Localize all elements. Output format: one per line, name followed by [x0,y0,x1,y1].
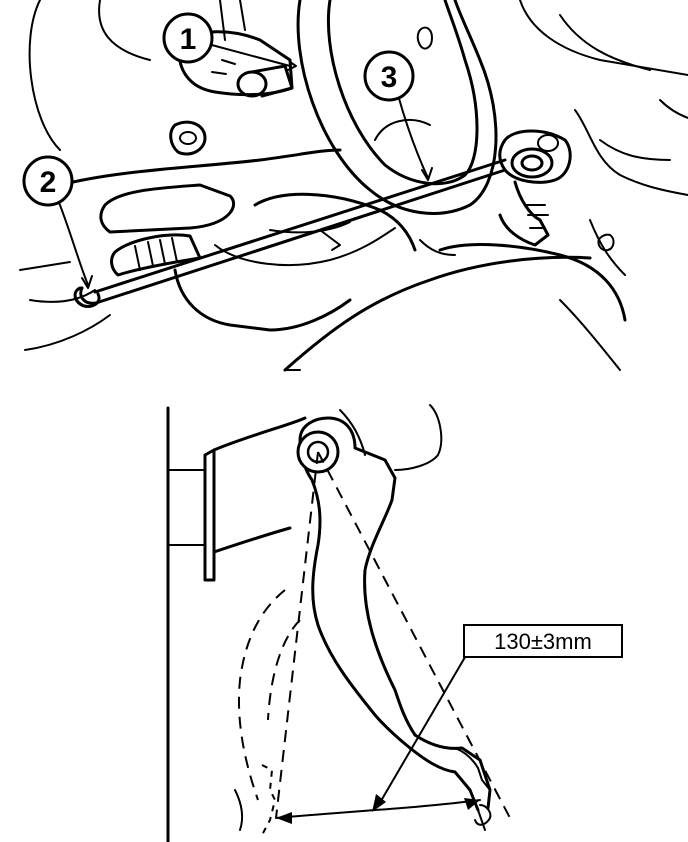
callout-2: 2 [22,155,74,207]
leader-line-2 [57,199,89,286]
callout-2-label: 2 [40,166,57,199]
callout-3: 3 [363,50,415,102]
dimension-label: 130±3mm [494,629,592,654]
top-illustration: 1 2 3 [19,0,688,372]
callout-1: 1 [162,12,214,64]
leader-line-1 [207,43,291,67]
bottom-illustration: 130±3mm [166,404,623,842]
callout-3-label: 3 [381,61,398,94]
dimension-label-box [463,624,623,658]
callout-1-label: 1 [180,23,197,56]
leader-line-3 [397,94,429,179]
